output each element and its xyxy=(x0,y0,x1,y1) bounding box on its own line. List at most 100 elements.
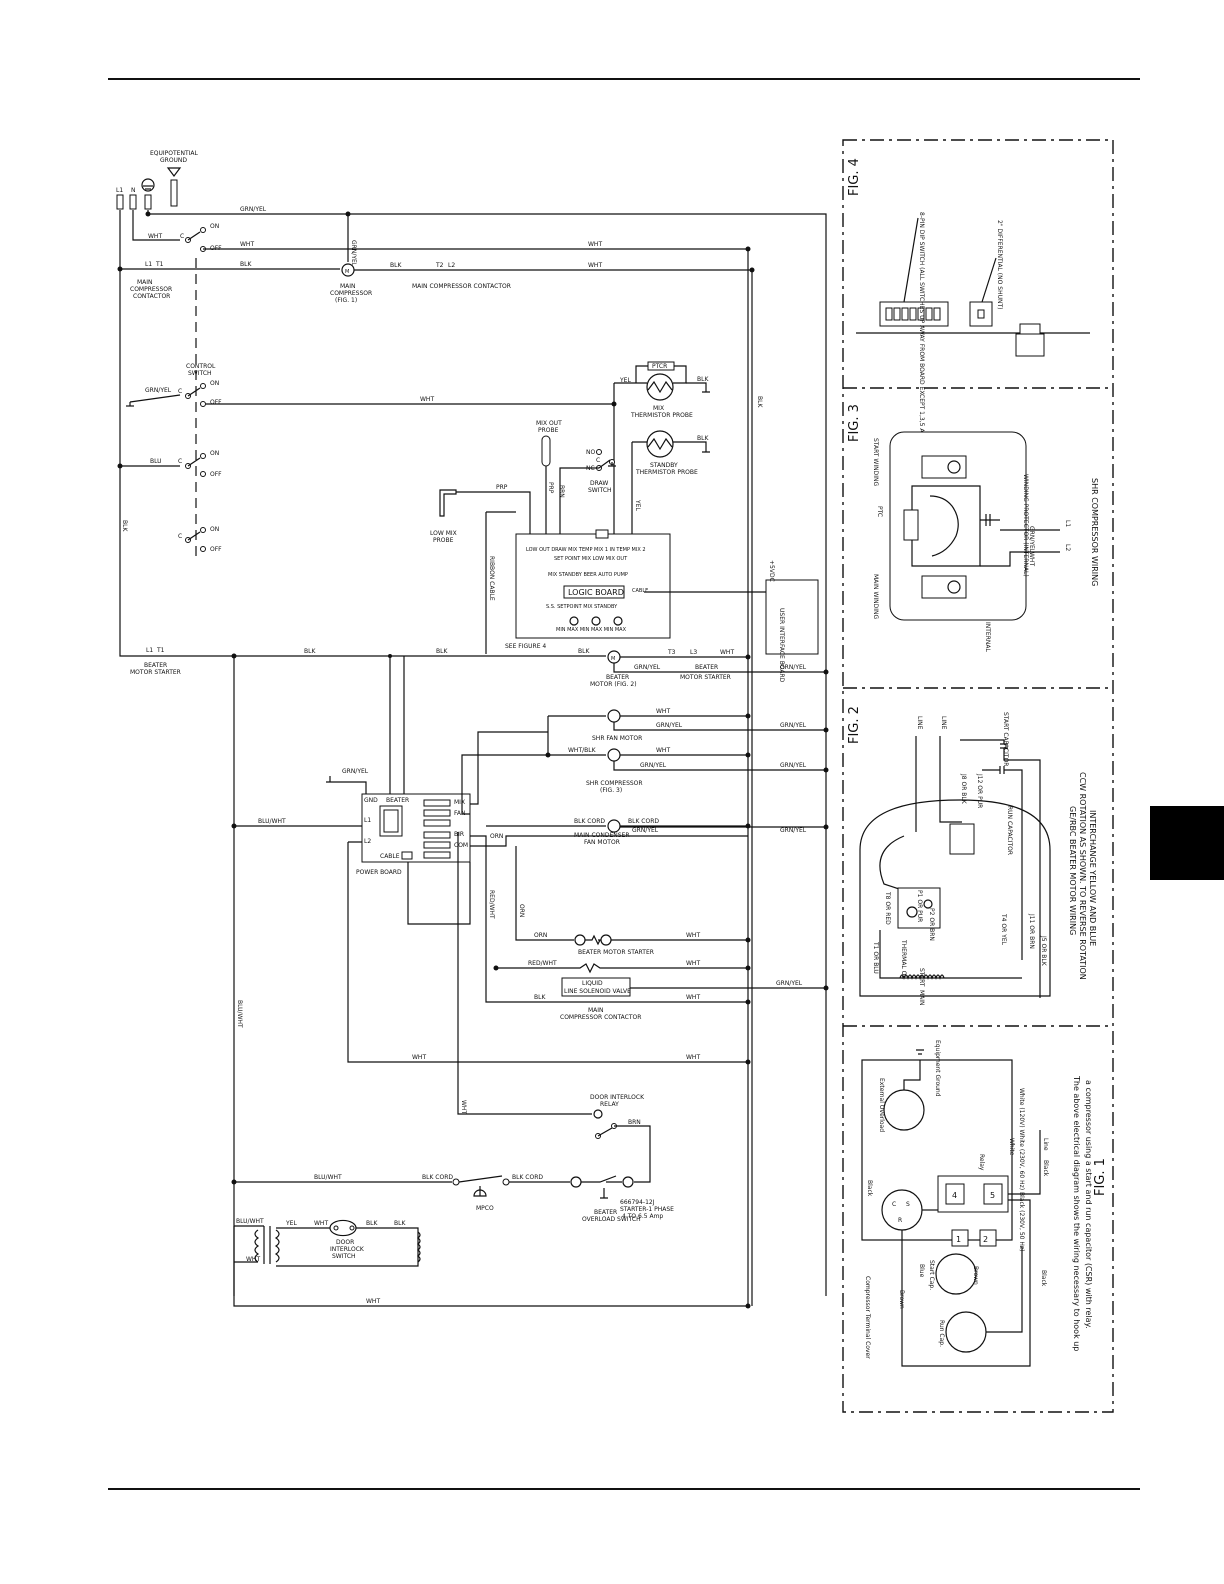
svg-text:a compressor using a start and: a compressor using a start and run capac… xyxy=(1084,1080,1093,1329)
svg-text:BLU/WHT: BLU/WHT xyxy=(236,1000,243,1028)
svg-text:WHT: WHT xyxy=(1028,552,1035,566)
svg-text:SHR FAN MOTOR: SHR FAN MOTOR xyxy=(592,735,642,742)
svg-text:GRN/YEL: GRN/YEL xyxy=(350,240,357,267)
svg-text:BLK: BLK xyxy=(394,1220,406,1227)
svg-text:L2: L2 xyxy=(448,262,455,269)
svg-text:S: S xyxy=(906,1201,910,1208)
svg-text:2: 2 xyxy=(983,1235,988,1244)
svg-text:WHT: WHT xyxy=(460,1100,467,1114)
run-capacitor xyxy=(945,1311,987,1353)
svg-text:INTERCHANGE YELLOW AND BLUE: INTERCHANGE YELLOW AND BLUE xyxy=(1088,810,1097,946)
terminal-equip-ground xyxy=(170,179,178,207)
svg-text:BEATER MOTOR STARTER: BEATER MOTOR STARTER xyxy=(578,949,654,956)
svg-text:BIR: BIR xyxy=(454,831,464,838)
svg-text:4 TO 6.5 Amp: 4 TO 6.5 Amp xyxy=(622,1213,663,1220)
svg-text:PTCR: PTCR xyxy=(652,363,667,370)
svg-text:PRP: PRP xyxy=(496,484,508,491)
svg-text:MAIN CONDENSER: MAIN CONDENSER xyxy=(574,832,630,839)
svg-text:BLK: BLK xyxy=(578,648,590,655)
svg-text:BLK: BLK xyxy=(436,648,448,655)
shr-compressor-symbol xyxy=(607,748,621,762)
svg-text:C: C xyxy=(178,533,182,540)
svg-text:GRN/YEL: GRN/YEL xyxy=(342,768,369,775)
svg-text:BLU/WHT: BLU/WHT xyxy=(258,818,286,825)
fig1-label: FIG. 1 xyxy=(1093,1158,1108,1196)
svg-text:666794-12J: 666794-12J xyxy=(620,1199,655,1206)
beater-motor-housing xyxy=(859,799,1051,997)
svg-text:WHT: WHT xyxy=(412,1054,426,1061)
svg-text:WHT: WHT xyxy=(686,932,700,939)
svg-text:M: M xyxy=(345,269,349,275)
svg-text:GRN/YEL: GRN/YEL xyxy=(780,722,807,729)
svg-text:BLK: BLK xyxy=(697,435,709,442)
svg-text:GRN/YEL: GRN/YEL xyxy=(776,980,803,987)
svg-text:BRN: BRN xyxy=(558,485,565,498)
svg-text:(FIG. 3): (FIG. 3) xyxy=(600,787,622,794)
svg-text:CABLE: CABLE xyxy=(380,853,400,860)
svg-text:RUN CAPACITOR: RUN CAPACITOR xyxy=(1006,806,1013,855)
svg-text:LIQUID: LIQUID xyxy=(582,980,603,987)
svg-text:LINE SOLENOID VALVE: LINE SOLENOID VALVE xyxy=(564,988,631,995)
svg-text:T1: T1 xyxy=(155,261,164,268)
figure-panel: FIG. 4 8-PIN DIP SWITCH (ALL SWITCHES UP… xyxy=(842,139,1114,1413)
svg-text:The above electrical diagram s: The above electrical diagram shows the w… xyxy=(1072,1075,1081,1351)
svg-text:WHT: WHT xyxy=(420,396,434,403)
svg-text:WINDING PROTECTOR (INTERNAL): WINDING PROTECTOR (INTERNAL) xyxy=(1022,474,1029,577)
svg-text:ON: ON xyxy=(210,526,219,533)
svg-text:L1: L1 xyxy=(145,261,152,268)
svg-text:ORN: ORN xyxy=(518,904,525,917)
svg-text:Black: Black xyxy=(1042,1160,1049,1177)
svg-text:BLK: BLK xyxy=(390,262,402,269)
svg-text:WHT: WHT xyxy=(246,1256,260,1263)
svg-text:ON: ON xyxy=(210,450,219,457)
svg-text:RIBBON CABLE: RIBBON CABLE xyxy=(488,556,495,601)
svg-text:ON: ON xyxy=(210,380,219,387)
shr-fan-motor-symbol xyxy=(607,709,621,723)
svg-text:Blue: Blue xyxy=(918,1264,925,1278)
svg-text:WHT: WHT xyxy=(686,1054,700,1061)
svg-text:FAN: FAN xyxy=(454,810,466,817)
svg-text:OVERLOAD SWITCH: OVERLOAD SWITCH xyxy=(582,1216,641,1223)
svg-text:YEL: YEL xyxy=(619,377,631,384)
svg-text:LOW OUT DRAW MIX TEMP MIX 1 IN: LOW OUT DRAW MIX TEMP MIX 1 IN TEMP MIX … xyxy=(526,547,646,553)
svg-text:L2: L2 xyxy=(364,838,371,845)
svg-text:SHR COMPRESSOR: SHR COMPRESSOR xyxy=(586,780,643,787)
svg-text:2" DIFFERENTIAL (NO SHUNT): 2" DIFFERENTIAL (NO SHUNT) xyxy=(996,220,1003,309)
terminal-ground xyxy=(144,194,152,210)
a1-terminal xyxy=(574,934,586,946)
svg-text:BLK: BLK xyxy=(534,994,546,1001)
svg-text:GND: GND xyxy=(364,797,378,804)
svg-text:BLK: BLK xyxy=(121,520,128,532)
fig4-label: FIG. 4 xyxy=(847,158,862,196)
svg-text:GRN/YEL: GRN/YEL xyxy=(656,722,683,729)
svg-text:GRN/YEL: GRN/YEL xyxy=(780,827,807,834)
fig3-label: FIG. 3 xyxy=(847,404,862,442)
svg-text:WHT: WHT xyxy=(588,241,602,248)
svg-text:BLK CORD: BLK CORD xyxy=(512,1174,543,1181)
svg-text:GE/RBC BEATER MOTOR WIRING: GE/RBC BEATER MOTOR WIRING xyxy=(1068,806,1077,935)
svg-text:WHT: WHT xyxy=(656,747,670,754)
svg-text:C: C xyxy=(178,458,182,465)
svg-text:FAN MOTOR: FAN MOTOR xyxy=(584,839,620,846)
svg-text:1: 1 xyxy=(956,1235,961,1244)
svg-text:Run Cap.: Run Cap. xyxy=(938,1320,945,1347)
svg-text:WHT: WHT xyxy=(720,649,734,656)
svg-text:RELAY: RELAY xyxy=(600,1101,619,1108)
svg-text:Black: Black xyxy=(1040,1270,1047,1287)
svg-text:SWITCH: SWITCH xyxy=(188,370,212,377)
svg-text:T3: T3 xyxy=(667,649,676,656)
svg-text:T4 OR YEL: T4 OR YEL xyxy=(1000,913,1007,946)
svg-text:CABLE: CABLE xyxy=(632,588,648,594)
fig1-compressor-frame xyxy=(861,1059,1013,1241)
mpco-icon xyxy=(473,1189,487,1197)
svg-text:BLK: BLK xyxy=(240,261,252,268)
equip-ground-label: EQUIPOTENTIAL xyxy=(150,150,198,157)
svg-text:RED/WHT: RED/WHT xyxy=(528,960,557,967)
svg-text:MIN MAX MIN MAX MIN MAX: MIN MAX MIN MAX MIN MAX xyxy=(556,627,627,633)
bottom-rule xyxy=(108,1488,1140,1490)
svg-text:WHT: WHT xyxy=(148,233,162,240)
svg-text:OFF: OFF xyxy=(210,399,222,406)
svg-text:MAIN COMPRESSOR CONTACTOR: MAIN COMPRESSOR CONTACTOR xyxy=(412,283,511,290)
svg-text:SET POINT MIX LOW MIX OUT: SET POINT MIX LOW MIX OUT xyxy=(554,556,628,562)
